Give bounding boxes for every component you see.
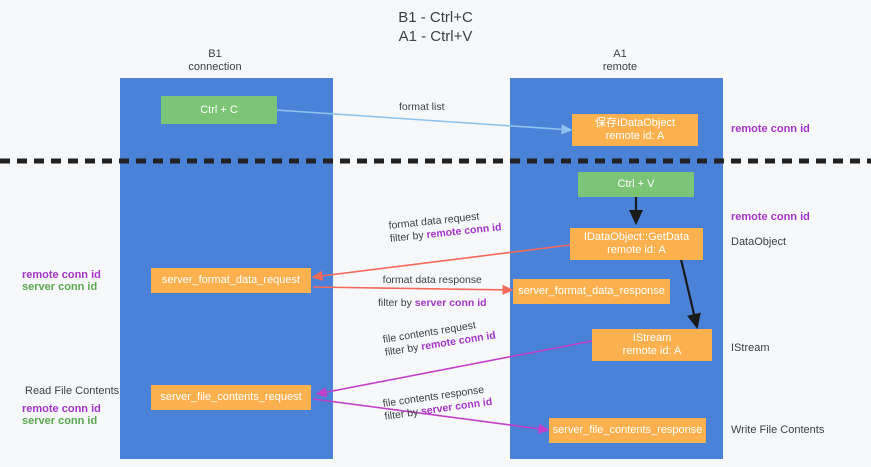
box-server-format-data-response[interactable]: server_format_data_response <box>513 279 670 304</box>
box-server-file-contents-response[interactable]: server_file_contents_response <box>549 418 706 443</box>
edge-label-format-data-response: format data response filter by server co… <box>378 274 487 310</box>
annotation-left-remote-conn-id-file: remote conn id <box>22 403 101 415</box>
edge-label-prefix: filter by <box>378 297 415 309</box>
lane-title-a1: A1 remote <box>602 48 638 73</box>
box-server-format-data-request[interactable]: server_format_data_request <box>151 268 311 293</box>
page-title: B1 - Ctrl+C A1 - Ctrl+V <box>398 9 473 45</box>
edge-label-file-contents-response: file contents response filter by server … <box>382 383 493 424</box>
annotation-left-remote-conn-id-format: remote conn id <box>22 269 101 281</box>
annotation-left-server-conn-id-file: server conn id <box>22 415 98 427</box>
box-ctrl-v[interactable]: Ctrl + V <box>578 172 694 197</box>
annotation-left-server-conn-id-format: server conn id <box>22 281 98 293</box>
edge-label-line1: format list <box>399 101 445 113</box>
box-save-idataobject[interactable]: 保存IDataObject remote id: A <box>572 114 698 146</box>
annotation-write-file-contents: Write File Contents <box>731 424 825 436</box>
edge-label-file-contents-request: file contents request filter by remote c… <box>382 316 497 359</box>
edge-label-prefix: filter by <box>389 229 428 245</box>
annotation-read-file-contents: Read File Contents <box>25 385 120 397</box>
box-ctrl-c[interactable]: Ctrl + C <box>161 96 277 124</box>
box-idataobject-getdata[interactable]: IDataObject::GetData remote id: A <box>570 228 703 260</box>
lane-title-b1: B1 connection <box>188 48 242 73</box>
annotation-remote-conn-id-top: remote conn id <box>731 123 810 135</box>
box-server-file-contents-request[interactable]: server_file_contents_request <box>151 385 311 410</box>
edge-label-format-data-request: format data request filter by remote con… <box>388 208 502 246</box>
edge-label-line2: filter by server conn id <box>378 297 487 310</box>
edge-label-format-list: format list <box>399 101 445 114</box>
annotation-istream: IStream <box>731 342 770 354</box>
annotation-remote-conn-id-getdata: remote conn id <box>731 211 810 223</box>
edge-label-highlight: server conn id <box>414 297 487 309</box>
annotation-dataobject: DataObject <box>731 236 787 248</box>
box-istream[interactable]: IStream remote id: A <box>592 329 712 361</box>
edge-label-line1: format data response <box>382 274 482 286</box>
